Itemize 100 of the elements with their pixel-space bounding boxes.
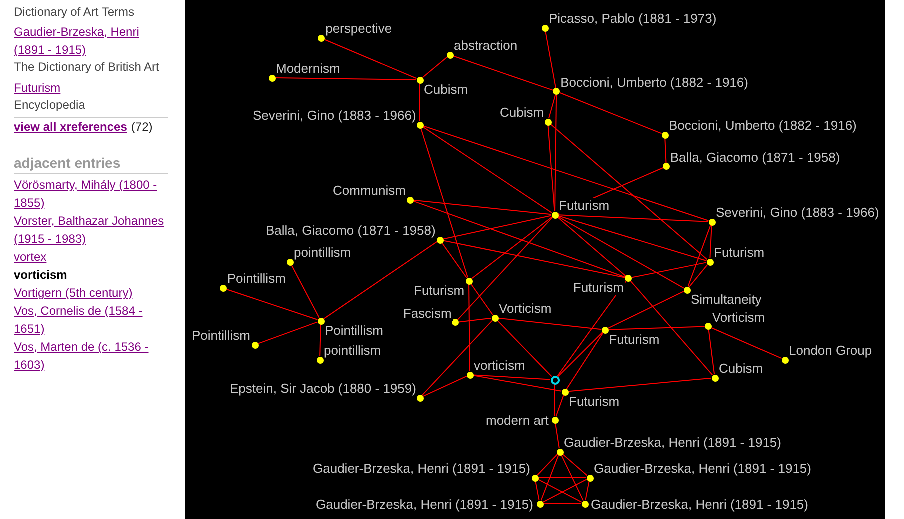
connector-line bbox=[558, 216, 684, 289]
connector-line bbox=[412, 200, 552, 216]
connector-line bbox=[608, 326, 706, 330]
node-label: Boccioni, Umberto (1882 - 1916) bbox=[668, 118, 858, 133]
node-label: Severini, Gino (1883 - 1966) bbox=[252, 108, 418, 123]
node-label: Gaudier-Brzeska, Henri (1891 - 1915) bbox=[590, 496, 810, 512]
node-label: Cubism bbox=[499, 105, 546, 120]
node-label: Balla, Giacomo (1871 - 1958) bbox=[669, 150, 842, 165]
connector-line bbox=[472, 375, 562, 392]
node-label: vorticism bbox=[473, 358, 526, 373]
entry-link: Futurism bbox=[14, 80, 61, 97]
node-label: Communism bbox=[332, 183, 407, 198]
connector-line bbox=[422, 126, 553, 214]
xrefs-link: view all xreferences bbox=[14, 119, 128, 136]
node-label: Futurism bbox=[558, 198, 611, 213]
node-label: perspective bbox=[324, 21, 394, 36]
connector-line bbox=[710, 225, 712, 259]
connector-line bbox=[473, 374, 551, 380]
connector-line bbox=[324, 39, 418, 80]
connector-line bbox=[420, 128, 468, 278]
connector-line bbox=[536, 454, 558, 476]
connector-line bbox=[688, 264, 708, 288]
connector-line bbox=[422, 126, 710, 222]
node-label: Gaudier-Brzeska, Henri (1891 - 1915) bbox=[563, 435, 782, 450]
node-label: Gaudier-Brzeska, Henri (1891 - 1915) bbox=[593, 461, 812, 476]
connector-line bbox=[562, 454, 588, 476]
node-label: Vorticism bbox=[711, 310, 766, 325]
source-title: Dictionary of Art Terms bbox=[14, 4, 134, 20]
node-label: Gaudier-Brzeska, Henri (1891 - 1915) bbox=[315, 496, 534, 512]
connector-line bbox=[555, 422, 560, 450]
connector-line bbox=[458, 318, 492, 323]
entry-link: Vorster, Balthazar Johannes (1915 - 1983) bbox=[14, 213, 166, 248]
node-label: Pointillism bbox=[226, 271, 287, 286]
connector-line bbox=[631, 262, 708, 278]
connector-line bbox=[548, 125, 556, 212]
connector-line bbox=[545, 30, 556, 89]
node-label: Pointillism bbox=[324, 323, 385, 338]
connector-line bbox=[711, 328, 782, 360]
section-heading: adjacent entries bbox=[14, 154, 121, 172]
node-label: Picasso, Pablo (1881 - 1973) bbox=[548, 11, 718, 26]
connector-line bbox=[496, 320, 552, 378]
node-label: modern art bbox=[485, 412, 550, 428]
connector-line bbox=[585, 480, 590, 502]
node-label: Modernism bbox=[275, 61, 342, 76]
node-label: pointillism bbox=[293, 245, 352, 260]
entry-link: Vos, Cornelis de (1584 - 1651) bbox=[14, 303, 144, 338]
connector-line bbox=[557, 216, 626, 277]
ring-marker bbox=[550, 376, 560, 384]
node-label: Boccioni, Umberto (1882 - 1916) bbox=[560, 74, 750, 90]
connector-line bbox=[664, 138, 667, 164]
node-label: London Group bbox=[788, 343, 874, 358]
connector-line bbox=[548, 94, 556, 120]
connector-line bbox=[535, 480, 540, 502]
node-label: Gaudier-Brzeska, Henri (1891 - 1915) bbox=[312, 461, 532, 476]
connector-line bbox=[468, 284, 470, 372]
connector-line bbox=[442, 242, 468, 279]
connector-line bbox=[558, 214, 709, 222]
connector-line bbox=[558, 332, 604, 378]
node-label: Futurism bbox=[713, 245, 766, 260]
connector-line bbox=[471, 216, 553, 280]
node-label: Futurism bbox=[572, 280, 625, 296]
connector-line bbox=[557, 280, 627, 377]
connector-line bbox=[422, 56, 448, 78]
connector-line bbox=[568, 378, 712, 392]
connector-line bbox=[554, 384, 556, 417]
node-label: Severini, Gino (1883 - 1966) bbox=[715, 205, 880, 220]
connector-line bbox=[422, 320, 494, 396]
connector-line bbox=[275, 78, 417, 80]
connector-line bbox=[442, 215, 552, 240]
connector-line bbox=[323, 241, 438, 320]
node-label: Futurism bbox=[413, 283, 466, 298]
connector-line bbox=[452, 56, 554, 91]
node-label: Futurism bbox=[568, 394, 621, 409]
source-title: The Dictionary of British Art bbox=[14, 59, 160, 75]
connector-line bbox=[442, 240, 626, 278]
connector-line bbox=[457, 217, 554, 321]
connector-line bbox=[258, 322, 318, 344]
entry-link: Vortigern (5th century) bbox=[14, 285, 133, 302]
connector-line bbox=[542, 479, 588, 503]
source-title: Encyclopedia bbox=[14, 97, 86, 113]
node-label: Fascism bbox=[402, 306, 453, 321]
node-label: Futurism bbox=[608, 332, 661, 347]
entry-link: Gaudier-Brzeska, Henri (1891 - 1915) bbox=[14, 24, 140, 59]
current-entry: vorticism bbox=[14, 267, 68, 284]
connector-line bbox=[688, 224, 712, 288]
connector-line bbox=[540, 454, 560, 502]
connector-line bbox=[559, 92, 662, 134]
node-label: Pointillism bbox=[191, 328, 252, 343]
connector-line bbox=[561, 454, 584, 502]
connector-line bbox=[556, 394, 564, 418]
node-label: abstraction bbox=[453, 38, 519, 53]
entry-link: Vörösmarty, Mihály (1800 - 1855) bbox=[14, 177, 158, 212]
connector-line bbox=[566, 332, 604, 390]
connector-line bbox=[422, 376, 468, 398]
connector-line bbox=[498, 318, 602, 330]
xref-count: (72) bbox=[131, 119, 153, 136]
connector-line bbox=[554, 94, 558, 212]
node-label: Cubism bbox=[718, 361, 764, 376]
connector-line bbox=[470, 283, 494, 316]
node-label: Cubism bbox=[423, 82, 470, 97]
